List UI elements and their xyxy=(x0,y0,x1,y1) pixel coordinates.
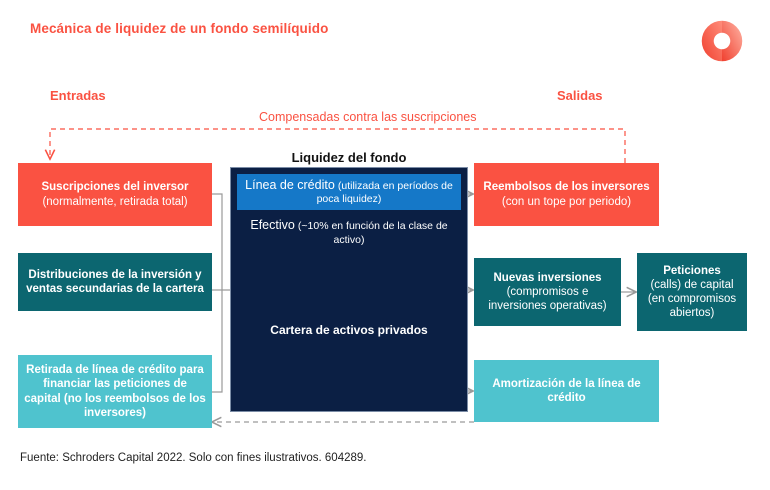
panel-row-lead: Efectivo xyxy=(250,218,295,233)
fund-liquidity-panel: Línea de crédito (utilizada en períodos … xyxy=(230,167,468,412)
box-title: Suscripciones del inversor xyxy=(41,181,189,194)
section-header-outflows: Salidas xyxy=(557,88,603,103)
fund-liquidity-title: Liquidez del fondo xyxy=(291,150,407,165)
section-header-inflows: Entradas xyxy=(50,88,106,103)
panel-row-private-assets-portfolio[interactable]: Cartera de activos privados xyxy=(237,254,461,405)
box-subtitle: (calls) de capital (en compromisos abier… xyxy=(647,278,737,320)
panel-row-credit-line[interactable]: Línea de crédito (utilizada en períodos … xyxy=(237,174,461,211)
schroders-logo xyxy=(701,20,743,62)
wire-inflow-creditline xyxy=(212,290,223,393)
box-title: Nuevas inversiones xyxy=(493,271,602,284)
box-title: Reembolsos de los inversores xyxy=(483,181,650,194)
offset-note-label: Compensadas contra las suscripciones xyxy=(259,110,477,124)
box-title: Distribuciones de la inversión y ventas … xyxy=(26,268,204,295)
box-title: Peticiones xyxy=(663,264,721,277)
panel-row-lead: Línea de crédito xyxy=(245,178,335,192)
box-investor-redemptions[interactable]: Reembolsos de los inversores (con un top… xyxy=(474,163,659,226)
box-new-investments[interactable]: Nuevas inversiones (compromisos e invers… xyxy=(474,258,621,326)
panel-row-tail: (utilizada en períodos de poca liquidez) xyxy=(316,180,453,206)
box-credit-line-drawdown[interactable]: Retirada de línea de crédito para financ… xyxy=(18,355,212,428)
box-investor-subscriptions[interactable]: Suscripciones del inversor (normalmente,… xyxy=(18,163,212,226)
box-subtitle: (con un tope por periodo) xyxy=(501,195,632,208)
box-subtitle: (compromisos e inversiones operativas) xyxy=(488,285,607,312)
page-title: Mecánica de liquidez de un fondo semilíq… xyxy=(30,21,329,36)
box-credit-line-repayment[interactable]: Amortización de la línea de crédito xyxy=(474,360,659,422)
box-subtitle: (normalmente, retirada total) xyxy=(42,195,188,208)
source-footnote: Fuente: Schroders Capital 2022. Solo con… xyxy=(20,452,367,464)
panel-row-tail: (~10% en función de la clase de activo) xyxy=(297,220,448,246)
panel-row-label: Cartera de activos privados xyxy=(270,322,428,337)
wire-inflow-subscriptions xyxy=(212,193,223,290)
box-title: Retirada de línea de crédito para financ… xyxy=(24,364,206,419)
box-title: Amortización de la línea de crédito xyxy=(492,377,641,404)
panel-row-cash[interactable]: Efectivo (~10% en función de la clase de… xyxy=(237,214,461,251)
box-capital-calls[interactable]: Peticiones (calls) de capital (en compro… xyxy=(637,253,747,331)
box-distributions-secondary-sales[interactable]: Distribuciones de la inversión y ventas … xyxy=(18,253,212,311)
